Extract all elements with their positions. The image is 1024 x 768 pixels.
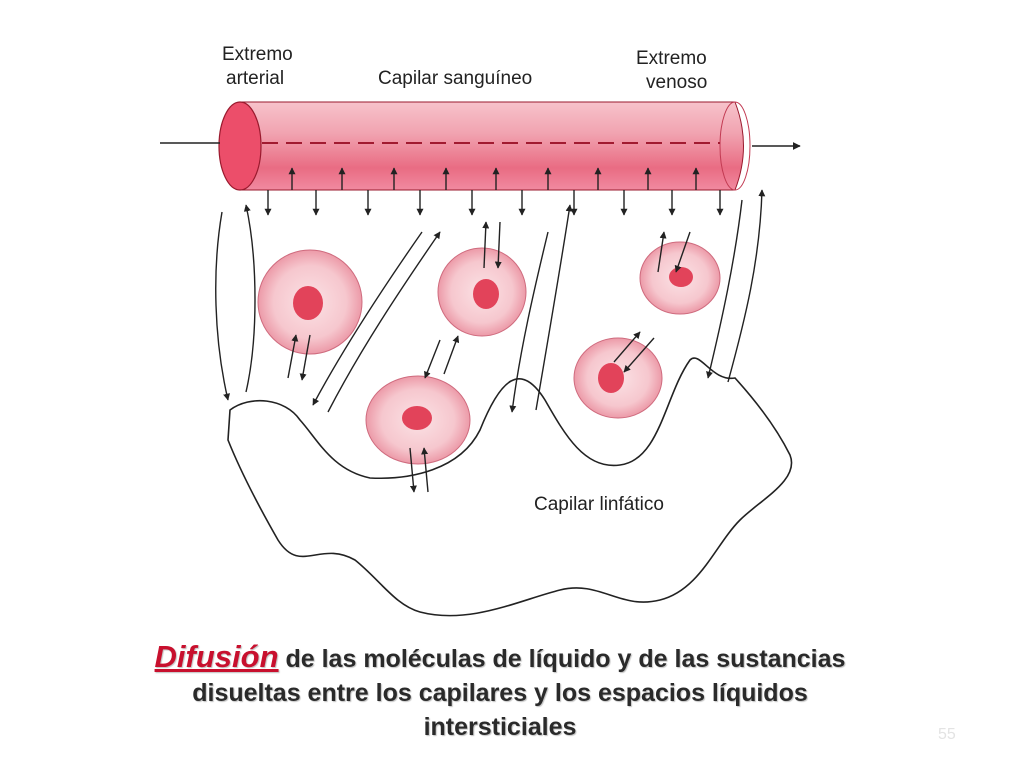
label-blood-capillary: Capilar sanguíneo [378, 68, 532, 89]
caption-line2: disueltas entre los capilares y los espa… [192, 679, 808, 707]
interstitial-cells [257, 241, 721, 465]
label-venous-end-line2: venoso [646, 72, 707, 93]
blood-capillary-venous-end [719, 101, 751, 191]
lymphatic-capillary-outline [227, 357, 793, 617]
diffusion-diagram: Extremo arterial Capilar sanguíneo Extre… [160, 44, 801, 617]
cell-nucleus [402, 406, 432, 430]
cell [257, 249, 363, 355]
wall-exchange-arrows [264, 167, 724, 216]
label-arterial-end-line1: Extremo [222, 44, 293, 65]
caption-emphasis: Difusión [154, 639, 279, 674]
caption-line1: de las moléculas de líquido y de las sus… [278, 645, 846, 673]
cell-nucleus [598, 363, 624, 393]
cell-nucleus [473, 279, 499, 309]
cell [365, 375, 471, 465]
slide-caption: Difusión de las moléculas de líquido y d… [60, 640, 940, 744]
blood-capillary [160, 101, 801, 191]
blood-capillary-body [239, 101, 744, 191]
label-venous-end-line1: Extremo [636, 48, 707, 69]
blood-capillary-arterial-end [218, 101, 262, 191]
cell [639, 241, 721, 315]
cell [437, 247, 527, 337]
slide-number: 55 [938, 726, 956, 743]
cell-nucleus [293, 286, 323, 320]
cell-nucleus [669, 267, 693, 287]
label-arterial-end-line2: arterial [226, 68, 284, 89]
label-lymphatic-capillary: Capilar linfático [534, 494, 664, 515]
cell [573, 337, 663, 419]
caption-line3: intersticiales [423, 713, 577, 741]
interstitial-flow-arrows [215, 189, 766, 493]
